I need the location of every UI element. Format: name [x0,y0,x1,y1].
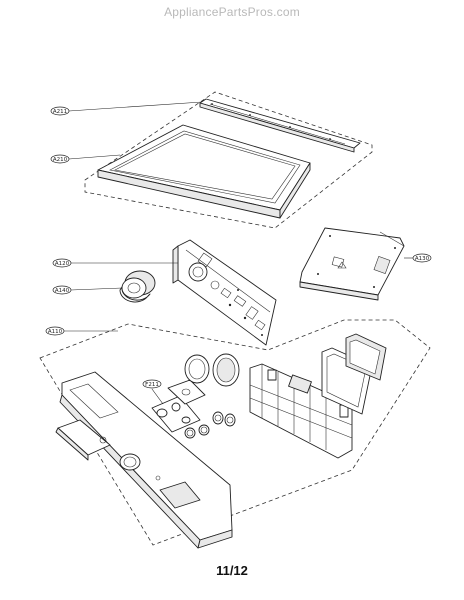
display-window [321,333,387,415]
top-trim-strip-a211 [199,98,361,153]
control-board-a120 [172,239,277,346]
svg-text:A210: A210 [53,157,68,163]
button-cluster-f211 [151,379,206,433]
svg-text:A110: A110 [48,329,63,335]
callout-a130: A130 [404,253,432,263]
rotary-ring [184,354,210,384]
page-number: 11/12 [216,563,248,578]
cover-plate-a130 [299,227,405,301]
callout-a211: A211 [50,101,203,116]
callout-a210: A210 [50,154,121,164]
svg-text:A211: A211 [53,109,67,115]
small-buttons [184,411,236,439]
top-group-outline [84,91,373,229]
front-control-panel [55,371,233,549]
svg-text:A140: A140 [55,288,70,294]
callout-a120: A120 [52,258,178,268]
top-panel-a210 [97,124,311,219]
svg-text:A120: A120 [55,261,70,267]
knob-a140 [119,270,156,303]
callout-f211: F211 [142,379,164,405]
svg-text:F211: F211 [145,382,159,388]
callout-a110: A110 [45,326,118,336]
svg-text:A130: A130 [415,256,430,262]
button-holder-frame [249,363,353,459]
watermark: AppliancePartsPros.com [164,5,300,19]
callout-a140: A140 [52,285,123,295]
dial-lens [212,353,240,387]
